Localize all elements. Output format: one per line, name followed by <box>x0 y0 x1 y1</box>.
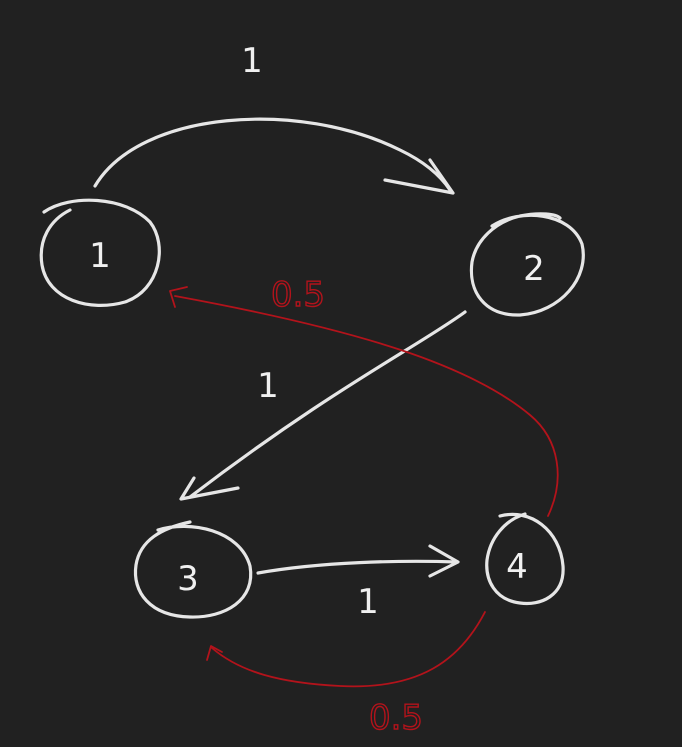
node-1: 1 <box>39 198 161 307</box>
edge-4-to-3: 0.5 <box>206 611 486 739</box>
node-4-circle <box>485 512 565 606</box>
edge-4-to-3-line <box>211 611 486 688</box>
node-1-circle <box>39 198 161 307</box>
node-4: 4 <box>485 512 565 606</box>
edge-4-to-1-label: 0.5 <box>271 275 325 315</box>
edge-1-to-2: 1 <box>93 41 455 195</box>
edge-3-to-4-arrowhead <box>428 544 460 578</box>
edge-1-to-2-label: 1 <box>241 41 263 81</box>
edge-1-to-2-line <box>93 117 452 192</box>
edge-2-to-3-line <box>188 310 467 499</box>
edge-4-to-3-label: 0.5 <box>369 698 423 738</box>
node-1-label: 1 <box>89 236 111 276</box>
node-4-label: 4 <box>506 547 528 587</box>
edge-2-to-3: 1 <box>179 310 467 501</box>
edge-4-to-1-arrowhead <box>169 286 188 308</box>
node-3: 3 <box>133 520 253 619</box>
edge-3-to-4-line <box>256 559 459 575</box>
node-2: 2 <box>469 212 585 317</box>
node-2-circle <box>469 212 585 317</box>
edge-2-to-3-arrowhead <box>179 476 240 501</box>
edge-1-to-2-arrowhead <box>383 158 455 195</box>
node-2-label: 2 <box>523 249 545 289</box>
edge-2-to-3-label: 1 <box>257 366 279 406</box>
edge-4-to-1-line <box>174 295 559 517</box>
edge-3-to-4-label: 1 <box>357 582 379 622</box>
node-3-circle <box>133 520 253 619</box>
edge-4-to-3-arrowhead <box>206 645 223 661</box>
edge-4-to-1: 0.5 <box>169 274 559 517</box>
edge-3-to-4: 1 <box>256 544 460 622</box>
node-3-label: 3 <box>177 559 199 599</box>
